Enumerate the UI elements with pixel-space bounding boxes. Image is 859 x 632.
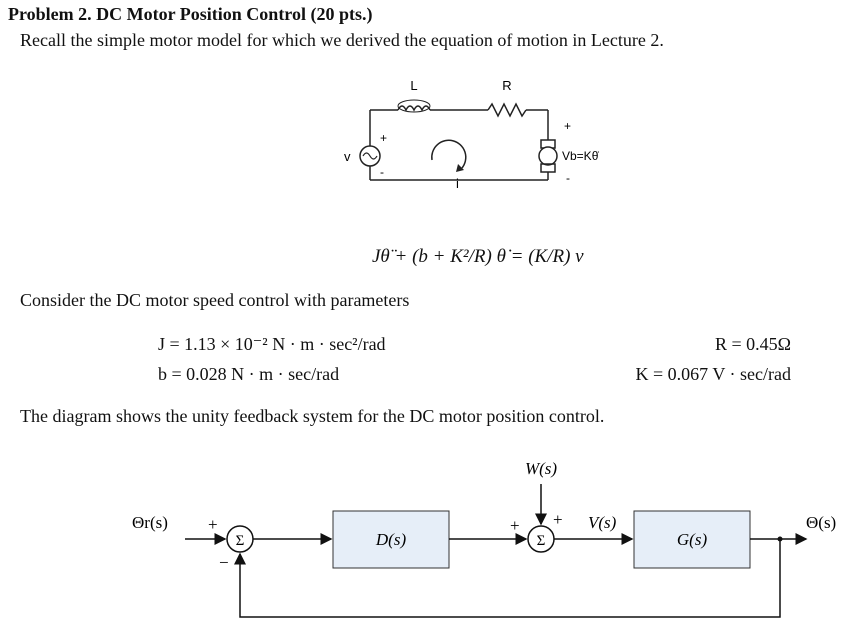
source-plus: + [380, 131, 387, 145]
sum1-symbol: Σ [236, 533, 245, 549]
input-label: Θr(s) [132, 513, 168, 532]
inductor-icon [397, 105, 431, 112]
param-J: J = 1.13 × 10⁻² N · m · sec²/rad [158, 334, 386, 354]
params-intro: Consider the DC motor speed control with… [20, 290, 410, 310]
resistor-icon [487, 102, 527, 118]
motor-icon [538, 146, 558, 166]
problem-title: Problem 2. DC Motor Position Control (20… [8, 4, 373, 24]
current-arrow-icon [431, 139, 467, 169]
equation-of-motion: Jθ̈ + (b + K²/R) θ̇ = (K/R) v [372, 246, 584, 267]
source-label: v [344, 149, 351, 164]
param-K: K = 0.067 V · sec/rad [635, 364, 791, 384]
source-minus: - [380, 165, 384, 179]
backemf-minus: - [566, 171, 570, 185]
param-R: R = 0.45Ω [714, 334, 791, 354]
sum2-plus-left: + [510, 516, 520, 535]
sum1-minus: − [219, 553, 229, 572]
resistor-label: R [502, 78, 511, 93]
backemf-label: Vb=Kθ̇ [562, 149, 599, 163]
current-label: i [456, 176, 459, 191]
problem-intro: Recall the simple motor model for which … [20, 30, 664, 50]
backemf-plus: + [564, 119, 571, 133]
sum2-symbol: Σ [537, 533, 546, 549]
output-label: Θ(s) [806, 513, 836, 532]
plant-label: G(s) [677, 530, 708, 549]
sum1-plus: + [208, 515, 218, 534]
signal-v-label: V(s) [588, 513, 617, 532]
sum2-plus-top: + [553, 510, 563, 529]
motor-circuit-diagram: L R + v - i + Vb=Kθ̇ - [344, 78, 599, 191]
controller-label: D(s) [375, 530, 407, 549]
block-diagram: Θr(s) + − Σ D(s) W(s) + + Σ V(s) G(s) Θ(… [132, 459, 836, 618]
controller-block [332, 510, 450, 569]
inductor-label: L [410, 78, 417, 93]
disturbance-label: W(s) [525, 459, 557, 478]
plant-block [633, 510, 751, 569]
diagram-caption: The diagram shows the unity feedback sys… [20, 406, 605, 426]
param-b: b = 0.028 N · m · sec/rad [158, 364, 340, 384]
